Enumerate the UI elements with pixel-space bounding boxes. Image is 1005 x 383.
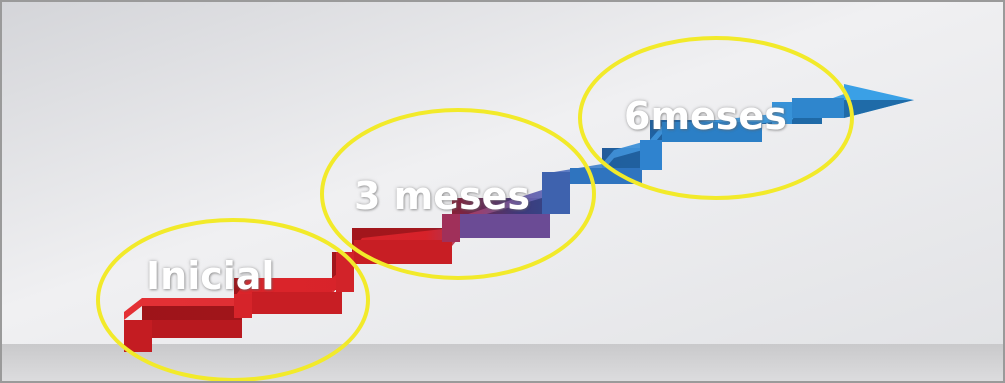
arrow-steps bbox=[124, 98, 844, 352]
stage-label-3-meses: 3 meses bbox=[354, 174, 531, 218]
floor-background bbox=[2, 344, 1003, 381]
stage-label-inicial: Inicial bbox=[146, 254, 275, 298]
highlight-ellipse-6meses bbox=[578, 36, 854, 200]
highlight-ellipse-3meses bbox=[320, 108, 596, 280]
stage-label-6-meses: 6meses bbox=[624, 94, 787, 138]
highlight-ellipse-inicial bbox=[96, 218, 370, 381]
wall-background bbox=[2, 2, 1003, 347]
